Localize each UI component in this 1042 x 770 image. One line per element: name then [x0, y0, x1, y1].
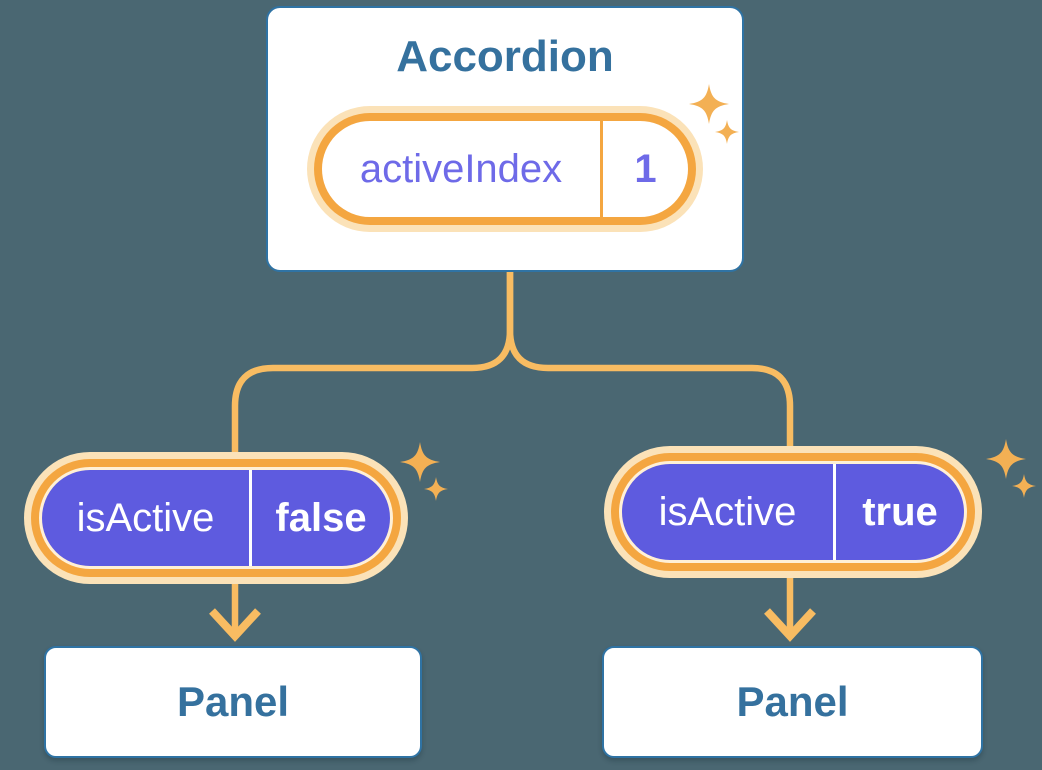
arrow-down-icon: [209, 608, 261, 642]
pill-divider: [600, 121, 603, 217]
state-pill-border: activeIndex 1: [314, 113, 696, 225]
prop-value: false: [275, 495, 367, 540]
prop-pill-border: isActive true: [611, 453, 975, 571]
prop-value: true: [862, 489, 938, 534]
sparkle-icon: [400, 442, 440, 482]
prop-pill-isactive-false: isActive false: [24, 452, 408, 584]
prop-pill-body: isActive true: [619, 461, 967, 563]
pill-divider: [833, 464, 836, 560]
prop-name-label: isActive: [76, 495, 215, 540]
sparkle-icon: [1012, 474, 1036, 498]
state-value: 1: [634, 146, 657, 191]
arrow-down-icon: [764, 608, 816, 642]
accordion-title: Accordion: [396, 32, 614, 81]
sparkle-icon: [424, 477, 448, 501]
state-pill-activeindex: activeIndex 1: [307, 106, 703, 232]
sparkle-icon: [986, 439, 1026, 479]
connector-branch-left: [231, 272, 514, 634]
accordion-component-box: Accordion activeIndex 1: [266, 6, 744, 272]
prop-pill-isactive-true: isActive true: [604, 446, 982, 578]
panel-component-box: Panel: [602, 646, 983, 758]
panel-component-box: Panel: [44, 646, 422, 758]
prop-pill-body: isActive false: [39, 467, 393, 569]
state-name-label: activeIndex: [359, 146, 563, 191]
connector-branch-right: [506, 272, 794, 634]
panel-title: Panel: [176, 678, 290, 725]
prop-name-label: isActive: [658, 489, 797, 534]
sparkle-icon: [689, 84, 729, 124]
state-pill-body: activeIndex 1: [322, 121, 688, 217]
pill-divider: [249, 470, 252, 566]
prop-pill-border: isActive false: [31, 459, 401, 577]
sparkle-icon: [715, 120, 739, 144]
panel-title: Panel: [736, 678, 849, 725]
